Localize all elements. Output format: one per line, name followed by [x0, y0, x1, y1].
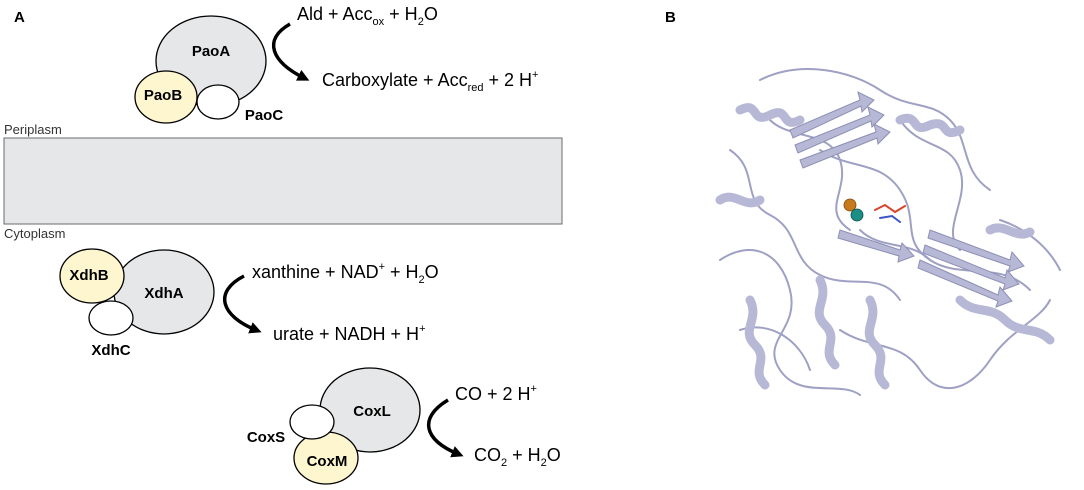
cox-reaction-arrow — [427, 398, 464, 458]
active-site — [843, 198, 906, 223]
xdh-substrate-equation: xanthine + NAD+ + H2O — [252, 261, 439, 286]
protein-helices — [715, 103, 1055, 390]
panel-label-a: A — [14, 9, 25, 26]
cox-product-equation: CO2 + H2O — [474, 445, 561, 469]
paoc-subunit — [196, 84, 240, 120]
xdhb-label: XdhB — [69, 267, 108, 284]
xdh-complex: XdhA XdhB XdhC — [59, 248, 215, 359]
xdha-label: XdhA — [144, 285, 183, 302]
protein-sheets — [789, 91, 1025, 308]
pao-product-equation: Carboxylate + Accred + 2 H+ — [322, 69, 538, 94]
membrane — [3, 137, 563, 225]
cytoplasm-label: Cytoplasm — [4, 226, 65, 241]
pao-reaction-arrow — [271, 22, 310, 81]
metal-ion-orange — [843, 198, 857, 212]
pao-complex: PaoA PaoB PaoC — [134, 15, 284, 124]
coxs-label: CoxS — [247, 429, 285, 446]
cox-substrate-equation: CO + 2 H+ — [455, 383, 537, 404]
paoa-label: PaoA — [192, 43, 231, 60]
metal-ion-teal — [850, 208, 864, 222]
periplasm-label: Periplasm — [4, 122, 62, 137]
xdh-reaction-arrow — [223, 274, 262, 334]
paoc-label: PaoC — [245, 107, 284, 124]
pao-substrate-equation: Ald + Accox + H2O — [297, 4, 438, 28]
panel-label-b: B — [665, 9, 676, 26]
protein-structure — [715, 68, 1061, 396]
paob-label: PaoB — [144, 87, 183, 104]
xdhc-subunit — [88, 300, 134, 336]
cox-complex: CoxL CoxS CoxM — [247, 367, 421, 485]
coxs-subunit — [289, 404, 335, 440]
xdhc-label: XdhC — [91, 342, 130, 359]
coxm-label: CoxM — [307, 453, 348, 470]
xdhb-subunit — [59, 248, 125, 304]
coxl-label: CoxL — [353, 403, 391, 420]
paob-subunit — [134, 70, 198, 124]
xdh-product-equation: urate + NADH + H+ — [273, 323, 426, 344]
